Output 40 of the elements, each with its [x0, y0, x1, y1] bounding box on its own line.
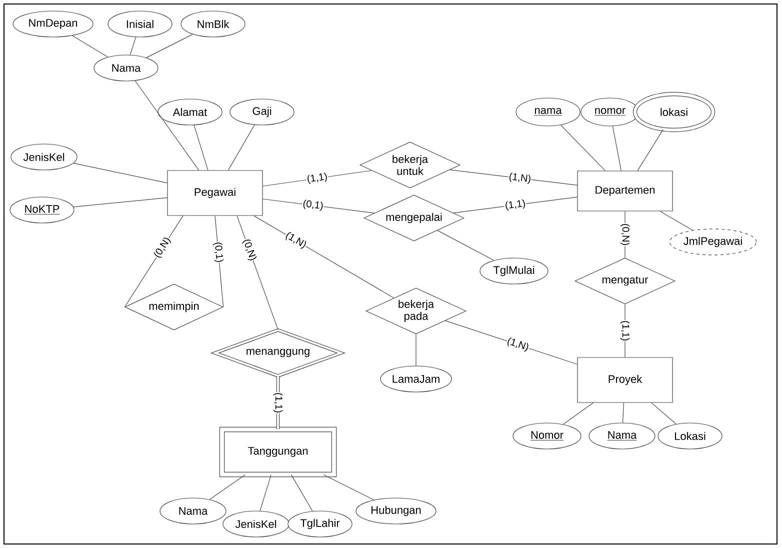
- connector-line: [262, 170, 372, 186]
- connector-line: [73, 162, 168, 184]
- connector-line: [651, 402, 676, 424]
- entity-box: Pegawai: [167, 170, 263, 216]
- cardinality-label: (0,1): [212, 242, 224, 262]
- cardinality-label: (0,1): [303, 200, 323, 211]
- connector-line: [323, 474, 374, 500]
- connector-line: [209, 474, 246, 500]
- connector-line: [453, 196, 578, 214]
- cardinality-label: (1,N): [509, 172, 530, 184]
- connector-line: [146, 34, 193, 58]
- cardinality-label: (0,N): [242, 240, 257, 260]
- connector-line: [637, 129, 664, 171]
- connector-line: [130, 36, 136, 56]
- connector-line: [622, 402, 624, 423]
- connector-line: [560, 124, 606, 171]
- entity-box: Departemen: [577, 170, 673, 212]
- connector-line: [134, 80, 200, 170]
- connector-line: [291, 474, 313, 512]
- cardinality-label: (1,1): [506, 199, 525, 211]
- cardinality-label: (0,N): [620, 224, 630, 245]
- cardinality-label: (1,1): [620, 321, 630, 340]
- connector-line: [214, 216, 224, 308]
- connector-line: [260, 474, 272, 512]
- connector-line: [72, 35, 108, 58]
- connector-line: [624, 304, 626, 358]
- cardinality-label: (1,1): [308, 172, 327, 184]
- connector-line: [660, 211, 693, 231]
- entity-box: Proyek: [577, 357, 673, 403]
- cardinality-label: (1,1): [273, 393, 283, 412]
- connector-line: [262, 198, 375, 214]
- connector-line: [276, 376, 280, 430]
- connector-line: [437, 230, 494, 261]
- connector-line: [194, 124, 208, 170]
- connector-line: [612, 126, 622, 171]
- weak-entity-box: Tanggungan: [219, 426, 337, 478]
- connector-line: [228, 124, 255, 170]
- cardinality-label: (1,N): [508, 338, 528, 352]
- connector-line: [563, 402, 594, 425]
- connector-line: [73, 197, 168, 208]
